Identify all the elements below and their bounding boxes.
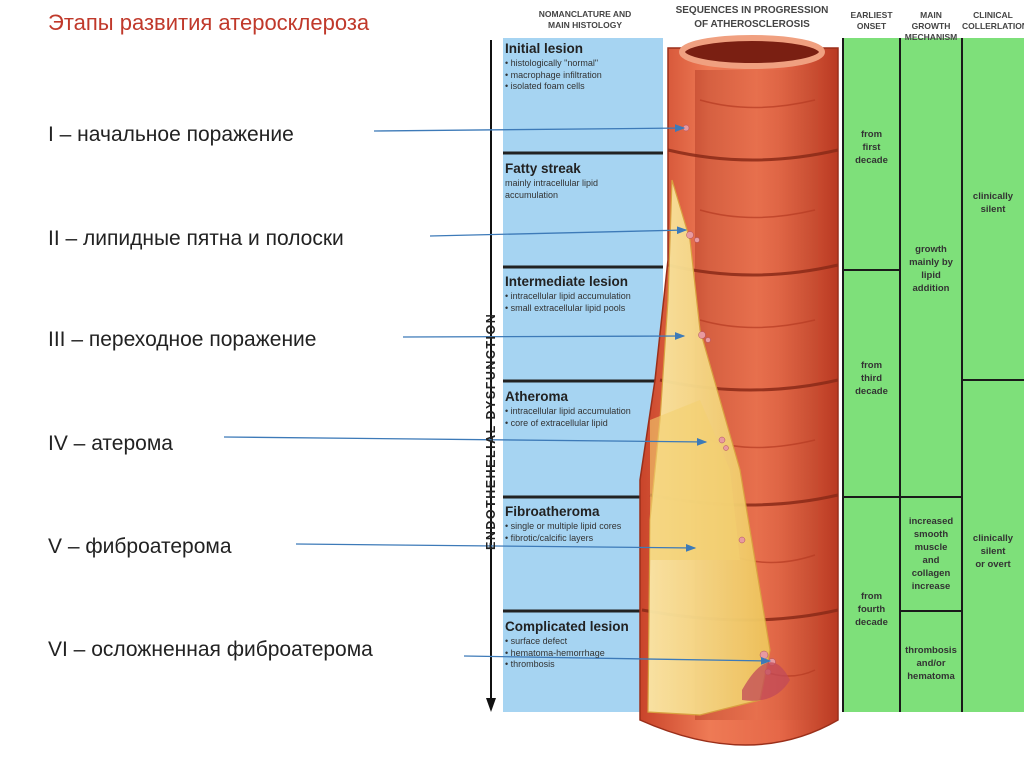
- onset-1-line1: from: [843, 128, 900, 141]
- stage-4-detail-2: • core of extracellular lipid: [505, 418, 660, 430]
- growth-3-line1: thrombosis: [900, 644, 962, 657]
- growth-lipid-addition: growth mainly by lipid addition: [900, 243, 962, 295]
- header-sequences-line1: SEQUENCES IN PROGRESSION: [662, 4, 842, 18]
- growth-1-line3: lipid: [900, 269, 962, 282]
- stage-6-detail-2: • hematoma-hemorrhage: [505, 648, 660, 660]
- header-clinical-line2: COLLERLATION: [962, 21, 1024, 32]
- onset-third-decade: from third decade: [843, 359, 900, 398]
- clinical-silent-or-overt: clinically silent or overt: [962, 532, 1024, 571]
- header-clinical-line1: CLINICAL: [962, 10, 1024, 21]
- stage-1-detail-2: • macrophage infiltration: [505, 70, 660, 82]
- growth-1-line1: growth: [900, 243, 962, 256]
- header-growth: MAIN GROWTH MECHANISM: [900, 10, 962, 43]
- stage-5-name: Fibroatheroma: [505, 504, 660, 520]
- artery-illustration: [640, 38, 838, 745]
- growth-2-line6: increase: [900, 580, 962, 593]
- growth-3-line3: hematoma: [900, 670, 962, 683]
- header-onset: EARLIEST ONSET: [843, 10, 900, 32]
- clinical-1-line2: silent: [962, 203, 1024, 216]
- onset-1-line3: decade: [843, 154, 900, 167]
- header-sequences-line2: OF ATHEROSCLEROSIS: [662, 18, 842, 32]
- onset-1-line2: first: [843, 141, 900, 154]
- stage-2-name: Fatty streak: [505, 161, 660, 177]
- stage-2-detail-2: accumulation: [505, 190, 660, 202]
- header-nomenclature: NOMANCLATURE AND MAIN HISTOLOGY: [525, 9, 645, 31]
- stage-5-detail-1: • single or multiple lipid cores: [505, 521, 660, 533]
- onset-2-line3: decade: [843, 385, 900, 398]
- stage-complicated-lesion: Complicated lesion • surface defect • he…: [505, 619, 660, 671]
- stage-2-detail-1: mainly intracellular lipid: [505, 178, 660, 190]
- onset-3-line2: fourth: [843, 603, 900, 616]
- header-sequences: SEQUENCES IN PROGRESSION OF ATHEROSCLERO…: [662, 4, 842, 32]
- stage-3-detail-1: • intracellular lipid accumulation: [505, 291, 660, 303]
- stage-6-detail-1: • surface defect: [505, 636, 660, 648]
- clinical-2-line3: or overt: [962, 558, 1024, 571]
- header-growth-line2: MECHANISM: [900, 32, 962, 43]
- stage-intermediate-lesion: Intermediate lesion • intracellular lipi…: [505, 274, 660, 314]
- stage-6-name: Complicated lesion: [505, 619, 660, 635]
- onset-2-line1: from: [843, 359, 900, 372]
- stage-initial-lesion: Initial lesion • histologically "normal"…: [505, 41, 660, 93]
- growth-1-line2: mainly by: [900, 256, 962, 269]
- onset-fourth-decade: from fourth decade: [843, 590, 900, 629]
- growth-2-line2: smooth: [900, 528, 962, 541]
- growth-2-line1: increased: [900, 515, 962, 528]
- header-nomenclature-line1: NOMANCLATURE AND: [525, 9, 645, 20]
- onset-3-line3: decade: [843, 616, 900, 629]
- growth-1-line4: addition: [900, 282, 962, 295]
- header-clinical: CLINICAL COLLERLATION: [962, 10, 1024, 32]
- stage-3-name: Intermediate lesion: [505, 274, 660, 290]
- stage-4-name: Atheroma: [505, 389, 660, 405]
- stage-3-detail-2: • small extracellular lipid pools: [505, 303, 660, 315]
- endothelial-dysfunction-text: ENDOTHEHELIAL DYSFUNCTION: [484, 313, 498, 550]
- stage-fatty-streak: Fatty streak mainly intracellular lipid …: [505, 161, 660, 201]
- growth-2-line4: and: [900, 554, 962, 567]
- stage-6-detail-3: • thrombosis: [505, 659, 660, 671]
- stage-1-detail-3: • isolated foam cells: [505, 81, 660, 93]
- stage-5-detail-2: • fibrotic/calcific layers: [505, 533, 660, 545]
- growth-thrombosis: thrombosis and/or hematoma: [900, 644, 962, 683]
- clinical-silent: clinically silent: [962, 190, 1024, 216]
- clinical-2-line2: silent: [962, 545, 1024, 558]
- header-growth-line1: MAIN GROWTH: [900, 10, 962, 32]
- growth-smooth-muscle: increased smooth muscle and collagen inc…: [900, 515, 962, 593]
- onset-first-decade: from first decade: [843, 128, 900, 167]
- stage-atheroma: Atheroma • intracellular lipid accumulat…: [505, 389, 660, 429]
- clinical-2-line1: clinically: [962, 532, 1024, 545]
- stage-4-detail-1: • intracellular lipid accumulation: [505, 406, 660, 418]
- progression-axis-arrowhead: [486, 698, 496, 712]
- stage-1-name: Initial lesion: [505, 41, 660, 57]
- onset-2-line2: third: [843, 372, 900, 385]
- growth-2-line5: collagen: [900, 567, 962, 580]
- endothelial-dysfunction-label: ENDOTHEHELIAL DYSFUNCTION: [475, 240, 505, 560]
- growth-3-line2: and/or: [900, 657, 962, 670]
- header-nomenclature-line2: MAIN HISTOLOGY: [525, 20, 645, 31]
- clinical-1-line1: clinically: [962, 190, 1024, 203]
- header-onset-line1: EARLIEST: [843, 10, 900, 21]
- stage-1-detail-1: • histologically "normal": [505, 58, 660, 70]
- stage-fibroatheroma: Fibroatheroma • single or multiple lipid…: [505, 504, 660, 544]
- onset-3-line1: from: [843, 590, 900, 603]
- header-onset-line2: ONSET: [843, 21, 900, 32]
- growth-2-line3: muscle: [900, 541, 962, 554]
